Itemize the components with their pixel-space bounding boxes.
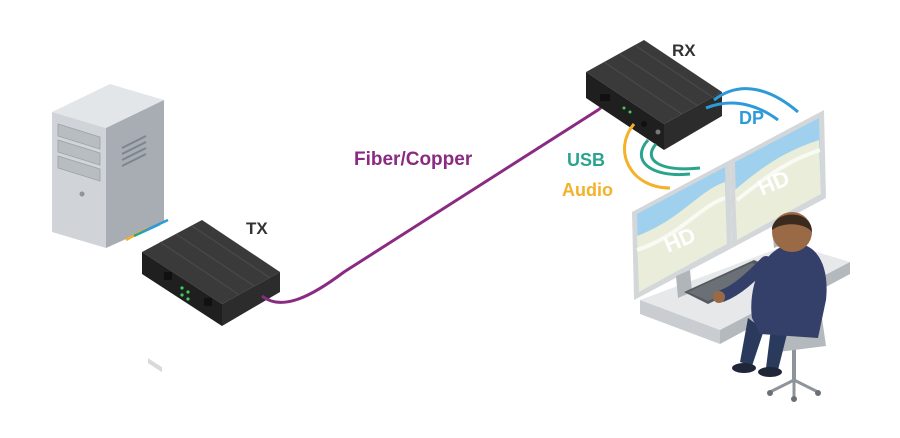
audio-label: Audio (562, 180, 613, 200)
vent-grille (121, 135, 147, 167)
dp-cable-rx-1 (713, 87, 799, 114)
tx-heatsink-ribs (159, 225, 271, 295)
audio-cable-rx (623, 123, 671, 190)
rx-button (655, 129, 661, 135)
rx-heatsink-ribs (603, 45, 715, 115)
tx-brand-plate (148, 358, 162, 373)
rx-output-cables (623, 87, 799, 190)
rx-extender-box (586, 40, 722, 150)
monitor-left: HD (632, 160, 732, 300)
monitor-right: HD (730, 110, 826, 248)
tx-label: TX (246, 219, 268, 238)
tx-extender-box (142, 220, 280, 373)
drive-bays (57, 123, 101, 182)
tower-to-tx-cables (125, 218, 169, 242)
pc-tower (52, 84, 164, 248)
operator-person (713, 212, 827, 402)
tx-status-leds (180, 286, 190, 301)
fiber-copper-label: Fiber/Copper (354, 149, 473, 170)
operator-torso (751, 243, 827, 338)
fiber-copper-cable (261, 95, 607, 304)
rx-audio-jack (641, 121, 647, 127)
tx-port (164, 272, 172, 280)
power-button (79, 191, 85, 197)
usb-cable-rx-1 (640, 138, 691, 177)
dp-cable-rx-2 (705, 101, 779, 122)
dp-label: DP (739, 108, 764, 128)
rx-sfp-port (600, 94, 610, 101)
rx-status-leds (622, 106, 632, 114)
usb-cable-rx-2 (649, 143, 701, 171)
tx-sfp-port (204, 298, 212, 306)
usb-label: USB (567, 150, 605, 170)
dp-cable-tx (141, 218, 169, 234)
rx-label: RX (672, 41, 696, 60)
